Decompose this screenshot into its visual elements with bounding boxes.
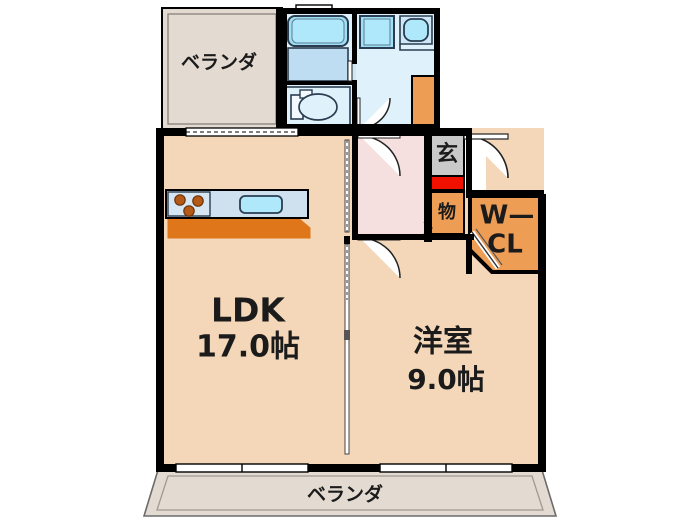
washing-machine-space — [359, 15, 395, 49]
kitchen-sink — [239, 195, 283, 214]
label-storage: 物 — [438, 201, 456, 223]
label-veranda-top: ベランダ — [181, 51, 257, 74]
vanity-sink — [399, 15, 434, 51]
front-door[interactable] — [463, 133, 509, 179]
wetzone-walls — [282, 8, 440, 130]
bathtub — [287, 15, 349, 47]
label-wcl-line2: CL — [487, 230, 523, 260]
label-bedroom-size: 9.0帖 — [407, 363, 485, 396]
wall-veranda-bath — [276, 8, 284, 130]
entrance-area — [428, 133, 509, 191]
bath-door[interactable] — [347, 60, 353, 82]
three-burner-stove — [167, 191, 211, 217]
bath-floor — [287, 47, 349, 82]
label-wcl-line1: W— — [480, 201, 535, 231]
hallway — [356, 133, 436, 279]
washroom — [356, 10, 439, 129]
kitchen — [165, 189, 311, 239]
toilet — [285, 86, 351, 126]
ldk-top-window — [185, 127, 299, 137]
veranda-bottom — [142, 469, 558, 517]
label-ldk-size: 17.0帖 — [196, 330, 300, 365]
label-veranda-bottom: ベランダ — [307, 483, 383, 506]
bottom-windows — [175, 463, 513, 473]
ldk-bedroom-partition[interactable] — [344, 134, 350, 455]
label-bedroom: 洋室 — [413, 325, 473, 360]
bath-toilet-zone — [284, 4, 353, 128]
label-ldk: LDK — [211, 291, 286, 330]
wcl-sliding-door[interactable] — [469, 228, 503, 270]
label-entrance: 玄 — [436, 141, 458, 167]
